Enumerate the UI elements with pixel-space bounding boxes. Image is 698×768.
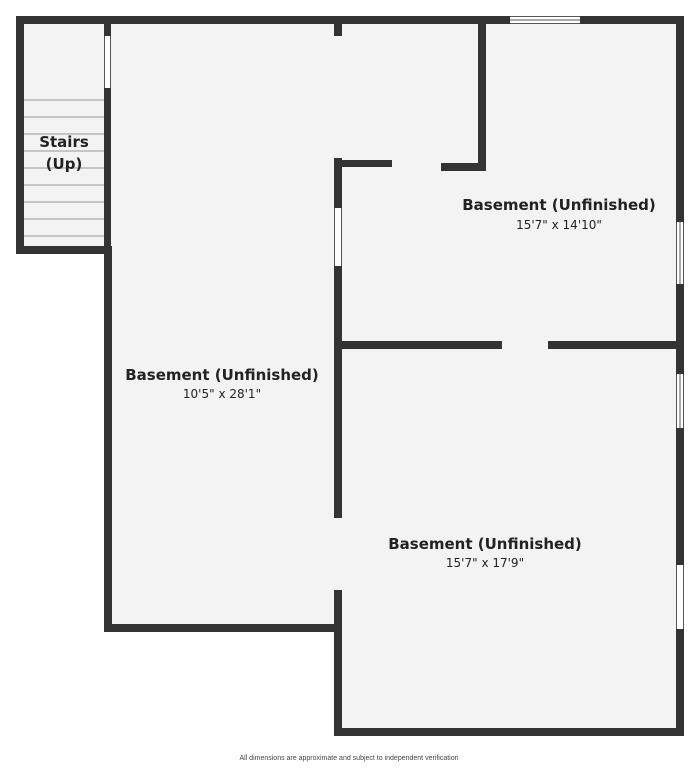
wall-lower-room-left [334, 590, 342, 736]
wall-stairs-bottom [16, 246, 112, 254]
stairs-floor [21, 21, 108, 249]
room-name: Basement (Unfinished) [462, 196, 656, 214]
wall-right-divider-left [334, 341, 502, 349]
stairs-label-line1: Stairs [39, 133, 89, 151]
wall-inner-vertical-upper [334, 158, 342, 208]
upper-right-room-floor [338, 21, 680, 345]
wall-left-room-left [104, 246, 112, 632]
wall-closet-right [478, 16, 486, 171]
room-dimensions: 10'5" x 28'1" [183, 387, 261, 401]
room-name: Basement (Unfinished) [388, 535, 582, 553]
wall-stairs-left [16, 16, 24, 254]
room-label-left: Basement (Unfinished) 10'5" x 28'1" [125, 366, 319, 401]
room-name: Basement (Unfinished) [125, 366, 319, 384]
wall-inner-stub-right [441, 163, 486, 171]
lower-right-room-floor [338, 345, 680, 730]
window-inner [334, 208, 342, 266]
wall-top-stub [334, 16, 342, 36]
window-stairs [104, 36, 111, 88]
wall-stairs-divider [104, 16, 111, 36]
room-label-upper-right: Basement (Unfinished) 15'7" x 14'10" [462, 196, 656, 232]
windows [104, 16, 684, 629]
stairs-label-line2: (Up) [46, 155, 83, 173]
wall-inner-vertical-mid [334, 266, 342, 518]
wall-bottom [334, 728, 684, 736]
wall-inner-stub-left [334, 160, 392, 167]
left-room-floor [108, 21, 338, 629]
floor-areas [21, 21, 680, 730]
wall-left-room-bottom [104, 624, 342, 632]
stairs-label: Stairs (Up) [39, 133, 89, 173]
wall-stairs-divider [104, 88, 111, 254]
disclaimer-text: All dimensions are approximate and subje… [239, 755, 459, 762]
stair-treads [24, 99, 105, 237]
window-right-lower [676, 565, 684, 629]
room-dimensions: 15'7" x 17'9" [446, 556, 524, 570]
wall-top [16, 16, 684, 24]
wall-right-divider-right [548, 341, 684, 349]
room-label-lower-right: Basement (Unfinished) 15'7" x 17'9" [388, 535, 582, 570]
room-dimensions: 15'7" x 14'10" [516, 218, 602, 232]
